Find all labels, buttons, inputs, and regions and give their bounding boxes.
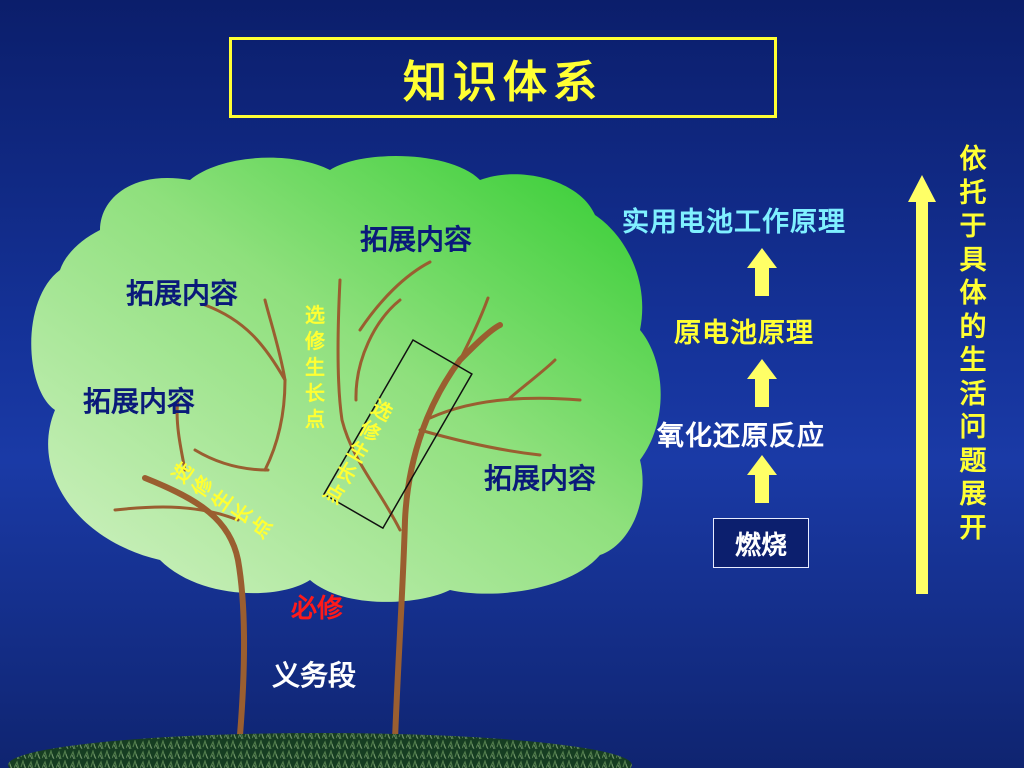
compulsory-stage-label: 义务段 <box>272 659 357 692</box>
branch-left-up <box>263 298 287 382</box>
chain-top: 实用电池工作原理 <box>622 207 846 238</box>
branch-top-fan <box>354 298 402 402</box>
branch-lower-left <box>263 378 287 472</box>
tree-crown <box>31 156 661 602</box>
branch-right-3 <box>418 428 542 457</box>
right-trunk <box>392 322 503 743</box>
branch-mid-left <box>193 448 270 472</box>
branch-right-4 <box>458 296 490 362</box>
grass-ground <box>8 733 632 768</box>
branch-left-spur <box>175 398 187 472</box>
mid-branch <box>336 278 402 532</box>
branch-top-right <box>358 260 432 332</box>
required-label: 必修 <box>291 594 344 624</box>
expand-label-left: 拓展内容 <box>83 385 196 418</box>
chain-arrows <box>747 248 777 503</box>
elective-growth-vertical: 选修生长点 <box>305 303 325 431</box>
expand-label-top: 拓展内容 <box>360 223 473 256</box>
chain-base-box: 燃烧 <box>713 518 809 568</box>
expand-label-right: 拓展内容 <box>484 462 597 495</box>
arrow-up-icon <box>747 359 777 407</box>
page-title: 知识体系 <box>229 37 777 118</box>
expand-label-upper-left: 拓展内容 <box>126 277 239 310</box>
branch-left-fan <box>203 303 287 382</box>
tree-branches <box>113 260 582 743</box>
chain-middle: 原电池原理 <box>674 318 814 349</box>
long-up-arrow-icon <box>908 175 936 594</box>
side-vertical-text: 依托于具体的生活问题展开 <box>959 144 987 544</box>
left-trunk <box>142 475 247 738</box>
chain-lower: 氧化还原反应 <box>657 421 825 452</box>
branch-right-2 <box>508 358 557 400</box>
arrow-up-icon <box>747 455 777 503</box>
branch-right-1 <box>428 396 582 420</box>
elective-growth-box <box>322 338 473 530</box>
branch-left-low <box>113 505 240 522</box>
arrow-up-icon <box>747 248 777 296</box>
